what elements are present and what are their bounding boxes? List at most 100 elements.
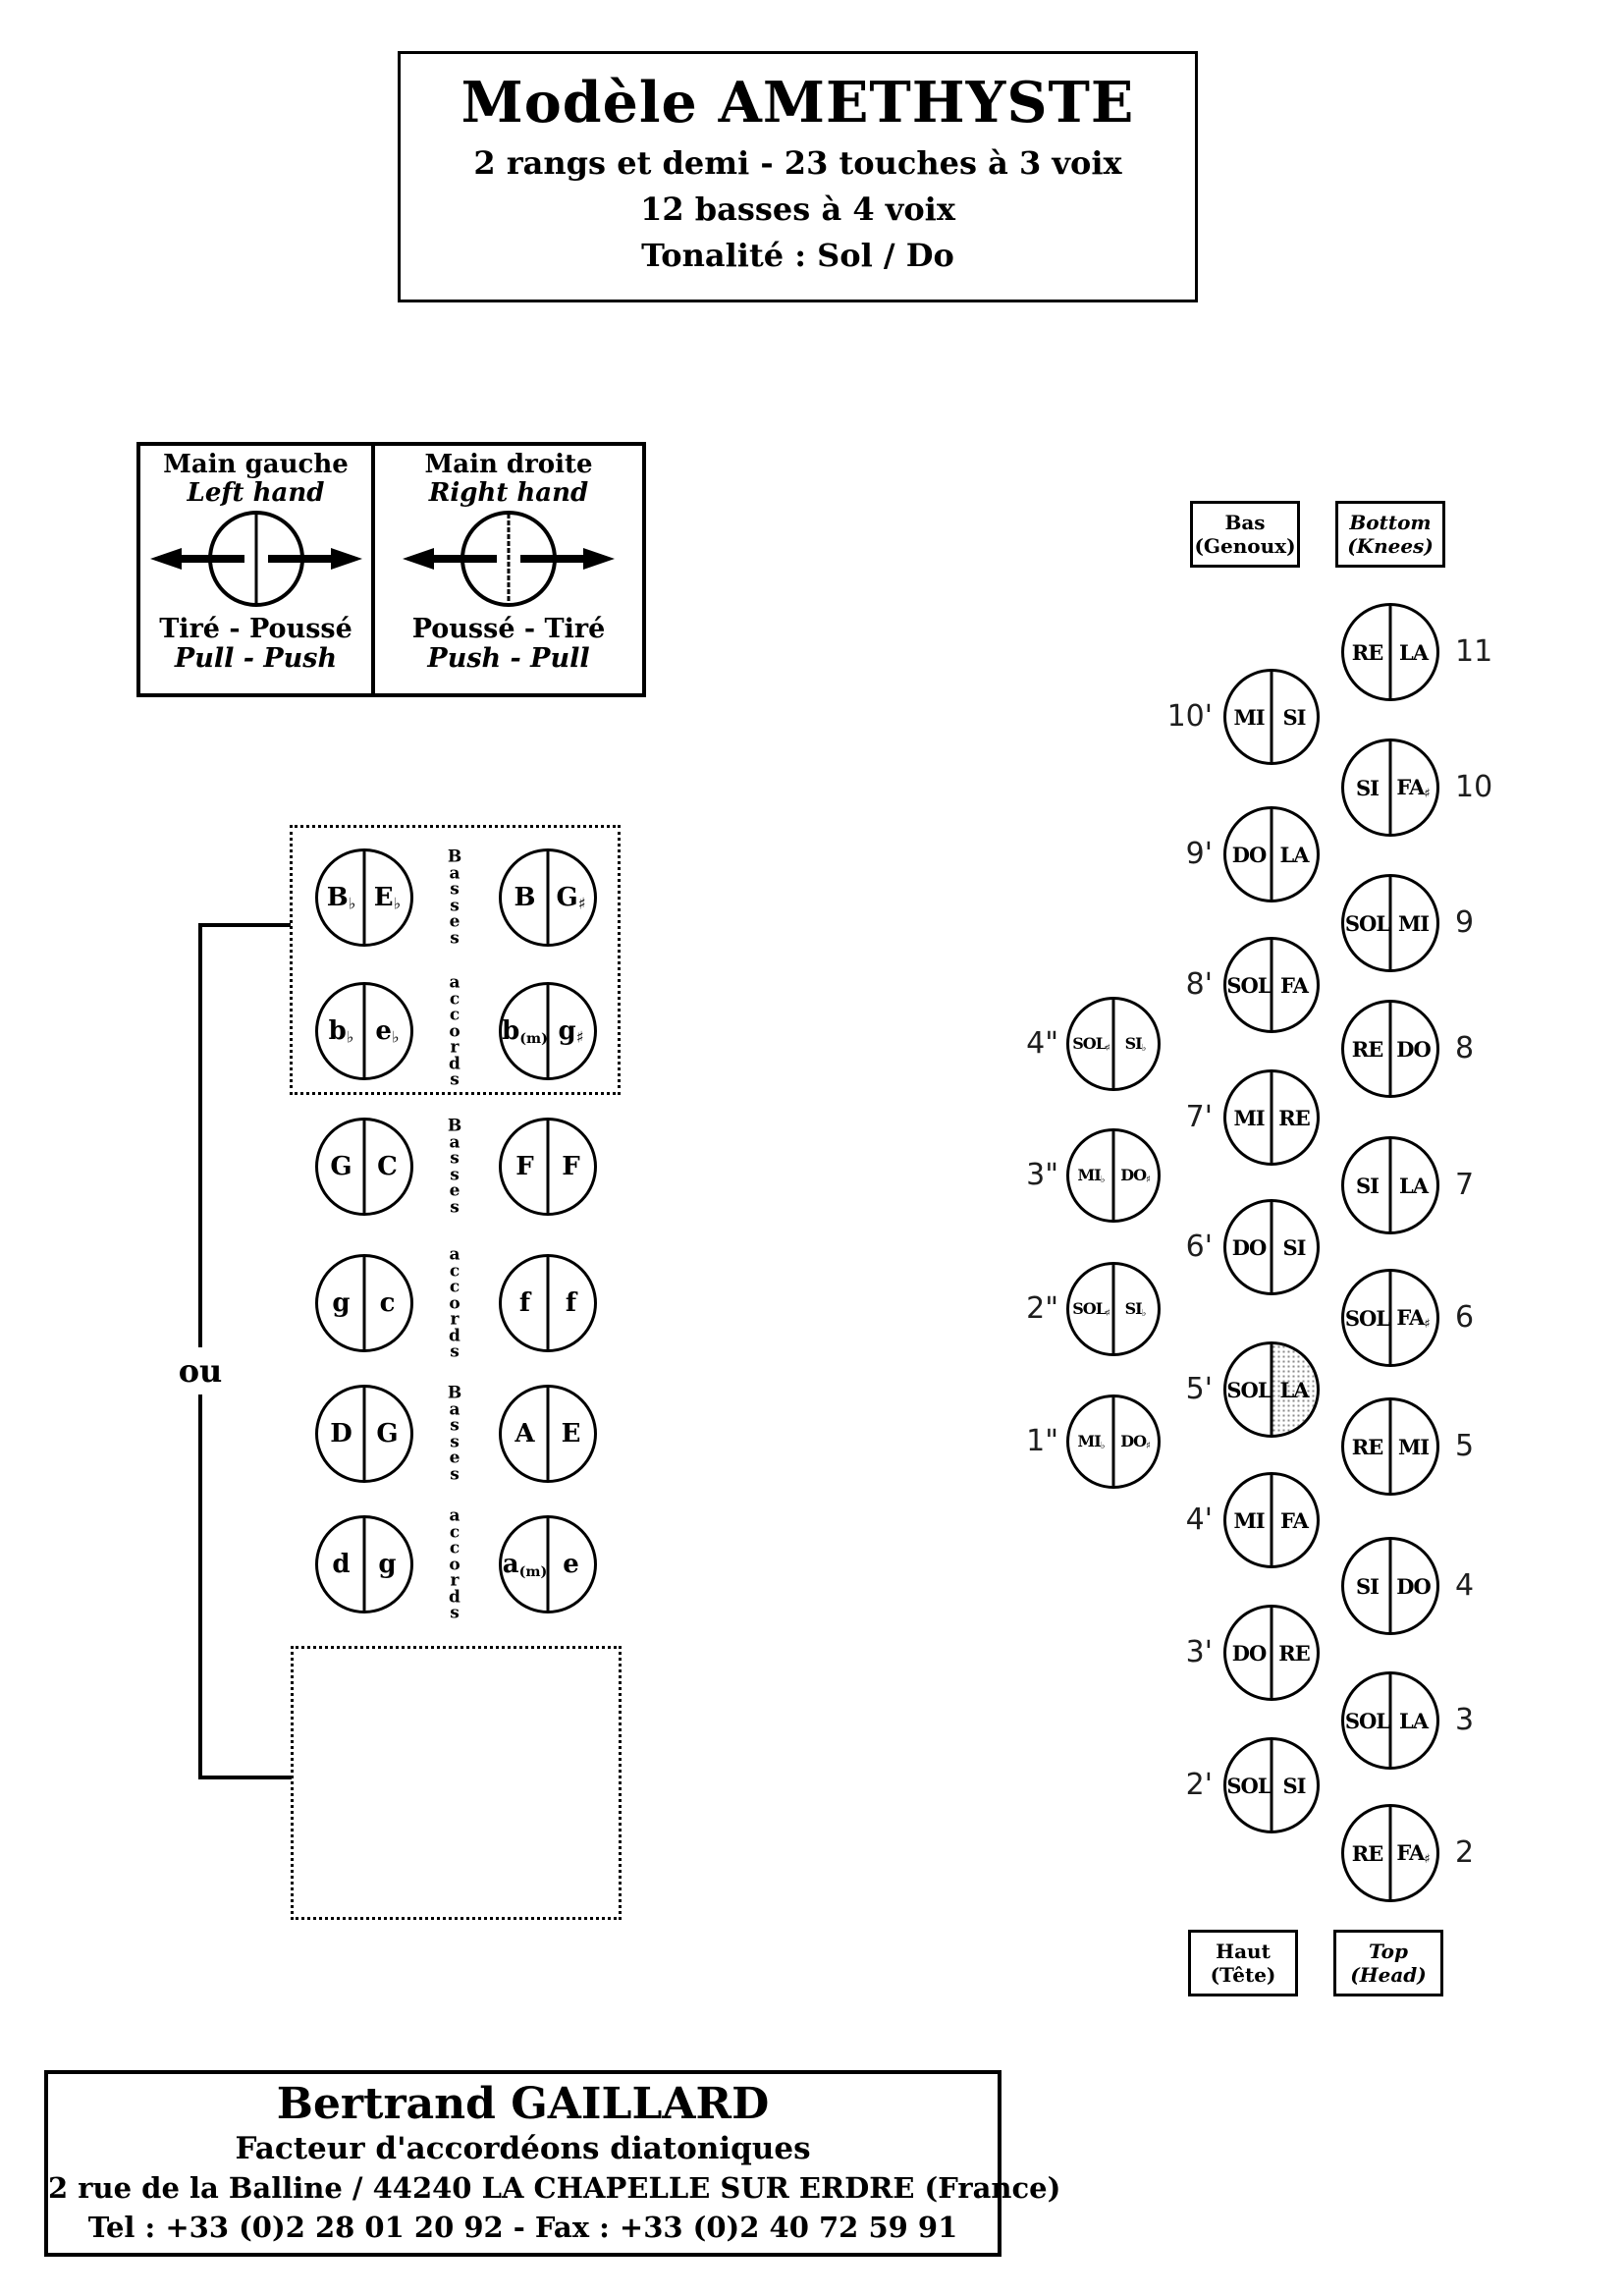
button-pull-half: b(m) — [502, 1015, 548, 1047]
corner-top-line1: Top — [1369, 1940, 1408, 1963]
button-push-half: SI — [1282, 704, 1307, 730]
key-number-1pp: 1" — [1026, 1424, 1058, 1458]
corner-haut-line1: Haut — [1216, 1940, 1271, 1963]
button-push-half: FA — [1280, 972, 1309, 998]
button-push-half: DO♯ — [1120, 1431, 1151, 1452]
key-number-3: 3 — [1455, 1703, 1475, 1737]
footer-box: Bertrand GAILLARD Facteur d'accordéons d… — [44, 2070, 1060, 2257]
button-pull-half: SOL — [1344, 910, 1390, 936]
button-pull-half: SOL — [1344, 1305, 1390, 1331]
button-pull-half: D — [330, 1419, 352, 1449]
button-pull-half: SOL — [1226, 1773, 1272, 1798]
button-divider — [1388, 1400, 1392, 1493]
key-number-4pp: 4" — [1026, 1026, 1058, 1061]
button-divider — [1270, 1740, 1273, 1831]
button-divider — [1388, 741, 1392, 834]
button-divider — [1270, 1202, 1273, 1292]
button-divider — [1388, 606, 1392, 698]
button-push-half: E♭ — [373, 882, 402, 913]
button-divider — [362, 1518, 366, 1611]
key-button-6p: DO SI — [1223, 1199, 1320, 1295]
button-divider — [546, 851, 550, 944]
legend-left-hand: Main gauche Left hand Tiré - Poussé Pull… — [140, 446, 375, 693]
maker-name: Bertrand GAILLARD — [276, 2079, 770, 2129]
button-pull-half: MI — [1233, 704, 1265, 730]
button-push-half: e — [563, 1550, 579, 1579]
bass-option-box-bottom-empty — [291, 1646, 622, 1920]
button-divider — [1388, 877, 1392, 969]
maker-trade: Facteur d'accordéons diatoniques — [235, 2131, 811, 2166]
button-pull-half: RE — [1351, 639, 1383, 665]
button-pull-half: A — [514, 1419, 535, 1449]
button-divider — [362, 1388, 366, 1480]
button-push-half: FA — [1280, 1507, 1309, 1533]
corner-box-top: Top (Head) — [1333, 1930, 1443, 1996]
button-pull-half: RE — [1351, 1036, 1383, 1062]
corner-box-bas: Bas (Genoux) — [1190, 501, 1300, 568]
button-pull-half: SOL — [1344, 1708, 1390, 1733]
button-pull-half: SOL — [1226, 1377, 1272, 1402]
button-divider — [1270, 940, 1273, 1030]
key-button-10p: MI SI — [1223, 669, 1320, 765]
button-push-half: FA♯ — [1396, 1839, 1431, 1867]
button-divider — [1111, 1397, 1115, 1486]
right-hand-direction-fr: Poussé - Tiré — [411, 614, 606, 644]
page-title: Modèle AMETHYSTE — [460, 70, 1135, 136]
button-push-half: LA — [1279, 842, 1309, 867]
maker-phone-fax: Tel : +33 (0)2 28 01 20 92 - Fax : +33 (… — [87, 2211, 958, 2244]
title-line2: 12 basses à 4 voix — [640, 191, 955, 228]
button-divider — [546, 1257, 550, 1349]
corner-top-line2: (Head) — [1350, 1963, 1427, 1987]
button-pull-half: MI♭ — [1077, 1431, 1106, 1452]
key-number-4p: 4' — [1185, 1503, 1213, 1537]
button-divider — [1270, 1344, 1273, 1435]
button-divider — [546, 1121, 550, 1213]
button-push-half: SI — [1282, 1234, 1307, 1260]
key-number-7: 7 — [1455, 1168, 1475, 1202]
button-push-half: LA — [1398, 1173, 1429, 1198]
or-label: ou — [174, 1350, 227, 1392]
left-hand-direction-fr: Tiré - Poussé — [159, 614, 352, 644]
button-divider — [546, 1388, 550, 1480]
button-divider — [1270, 809, 1273, 900]
button-push-half: FA♯ — [1396, 1304, 1431, 1332]
button-divider — [546, 985, 550, 1077]
button-push-half: G — [376, 1419, 399, 1449]
button-divider — [1270, 1608, 1273, 1698]
bass-button-row2-left: b♭e♭ — [315, 982, 413, 1080]
button-divider — [1270, 1475, 1273, 1565]
key-button-11: RE LA — [1341, 603, 1439, 701]
button-divider — [1388, 1003, 1392, 1095]
button-pull-half: g — [332, 1288, 351, 1318]
button-pull-half: MI — [1233, 1507, 1265, 1533]
button-push-half: c — [379, 1288, 396, 1318]
key-number-5: 5 — [1455, 1429, 1475, 1463]
legend-right-hand: Main droite Right hand Poussé - Tiré Pus… — [375, 446, 642, 693]
button-pull-half: d — [332, 1550, 351, 1579]
button-push-half: SI♭ — [1124, 1033, 1147, 1055]
button-push-half: LA — [1398, 639, 1429, 665]
button-pull-half: DO — [1231, 1234, 1268, 1260]
button-divider — [1388, 1139, 1392, 1231]
button-pull-half: b♭ — [328, 1015, 354, 1047]
key-number-10p: 10' — [1166, 699, 1213, 734]
key-number-9p: 9' — [1185, 837, 1213, 871]
title-line1: 2 rangs et demi - 23 touches à 3 voix — [473, 144, 1122, 182]
button-push-half: LA — [1398, 1708, 1429, 1733]
bass-button-row2-right: b(m)g♯ — [499, 982, 597, 1080]
title-line3: Tonalité : Sol / Do — [641, 237, 954, 274]
key-number-5p: 5' — [1185, 1372, 1213, 1406]
button-divider — [1111, 1131, 1115, 1220]
